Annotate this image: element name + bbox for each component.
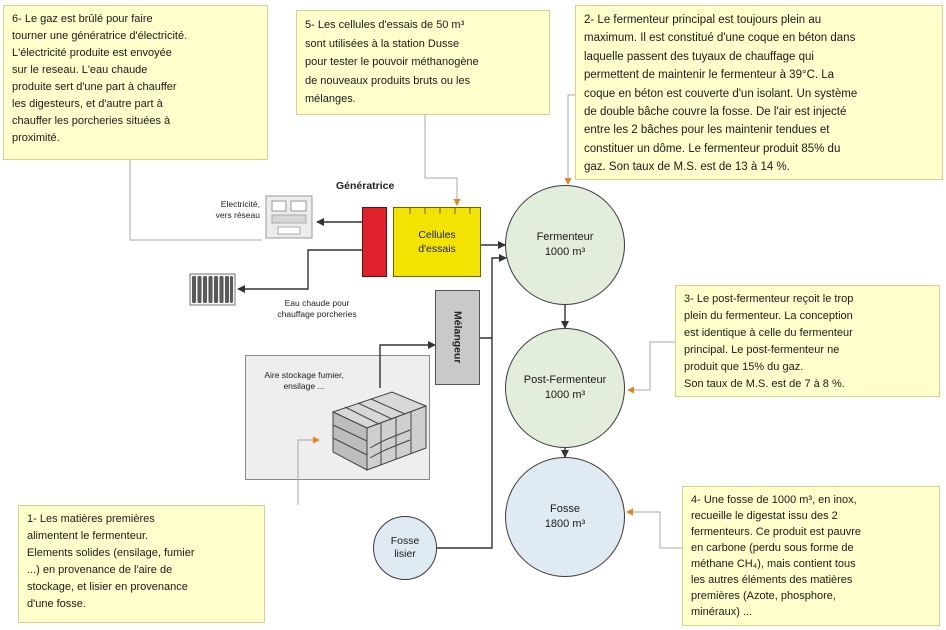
storage-area-label: Aire stockage fumier, ensilage ... (264, 370, 344, 391)
fermenter-name: Fermenteur (536, 231, 594, 243)
callout-5-test-cells: 5- Les cellules d'essais de 50 m³ sont u… (296, 10, 550, 115)
fermenter-volume: 1000 m³ (544, 246, 586, 258)
digestate-pit: Fosse 1800 m³ (505, 457, 625, 577)
test-cells-block: Cellules d'essais (393, 207, 481, 277)
post-fermenter-name: Post-Fermenteur (523, 374, 607, 386)
callout-4-connector (626, 508, 682, 549)
fermenter-tank: Fermenteur 1000 m³ (505, 185, 625, 305)
mixer-block: Mélangeur (435, 290, 480, 385)
digestate-pit-volume: 1800 m³ (544, 518, 586, 530)
callout-2-connector (564, 94, 575, 185)
slurry-pit-label: Fosse lisier (390, 535, 420, 560)
test-cells-label: Cellules d'essais (418, 229, 456, 255)
post-fermenter-volume: 1000 m³ (544, 389, 586, 401)
slurry-pit: Fosse lisier (373, 516, 437, 580)
callout-1-raw-materials: 1- Les matières premières alimentent le … (18, 505, 265, 623)
callout-6-gas-generator: 6- Le gaz est brûlé pour faire tourner u… (3, 5, 268, 160)
electric-meter-icon (265, 195, 313, 239)
generator-block (362, 207, 387, 277)
flow-generator-to-heating (237, 249, 362, 293)
hot-water-label: Eau chaude pour chauffage porcheries (277, 298, 357, 319)
callout-3-post-fermenter: 3- Le post-fermenteur reçoit le trop ple… (675, 285, 940, 397)
callout-5-connector (424, 115, 461, 206)
flow-mixer-to-fermenter (480, 254, 507, 339)
digestate-pit-name: Fosse (550, 503, 580, 515)
callout-3-connector (627, 341, 675, 394)
electricity-to-grid-label: Electricité, vers réseau (215, 199, 260, 220)
mixer-label: Mélangeur (451, 311, 464, 364)
radiator-icon (189, 273, 236, 306)
generator-label: Génératrice (336, 180, 395, 192)
post-fermenter-tank: Post-Fermenteur 1000 m³ (505, 328, 625, 448)
callout-4-digestate-pit: 4- Une fosse de 1000 m³, en inox, recuei… (682, 486, 940, 626)
storage-area-panel: Aire stockage fumier, ensilage ... (245, 355, 430, 480)
callout-2-main-fermenter: 2- Le fermenteur principal est toujours … (575, 5, 943, 180)
